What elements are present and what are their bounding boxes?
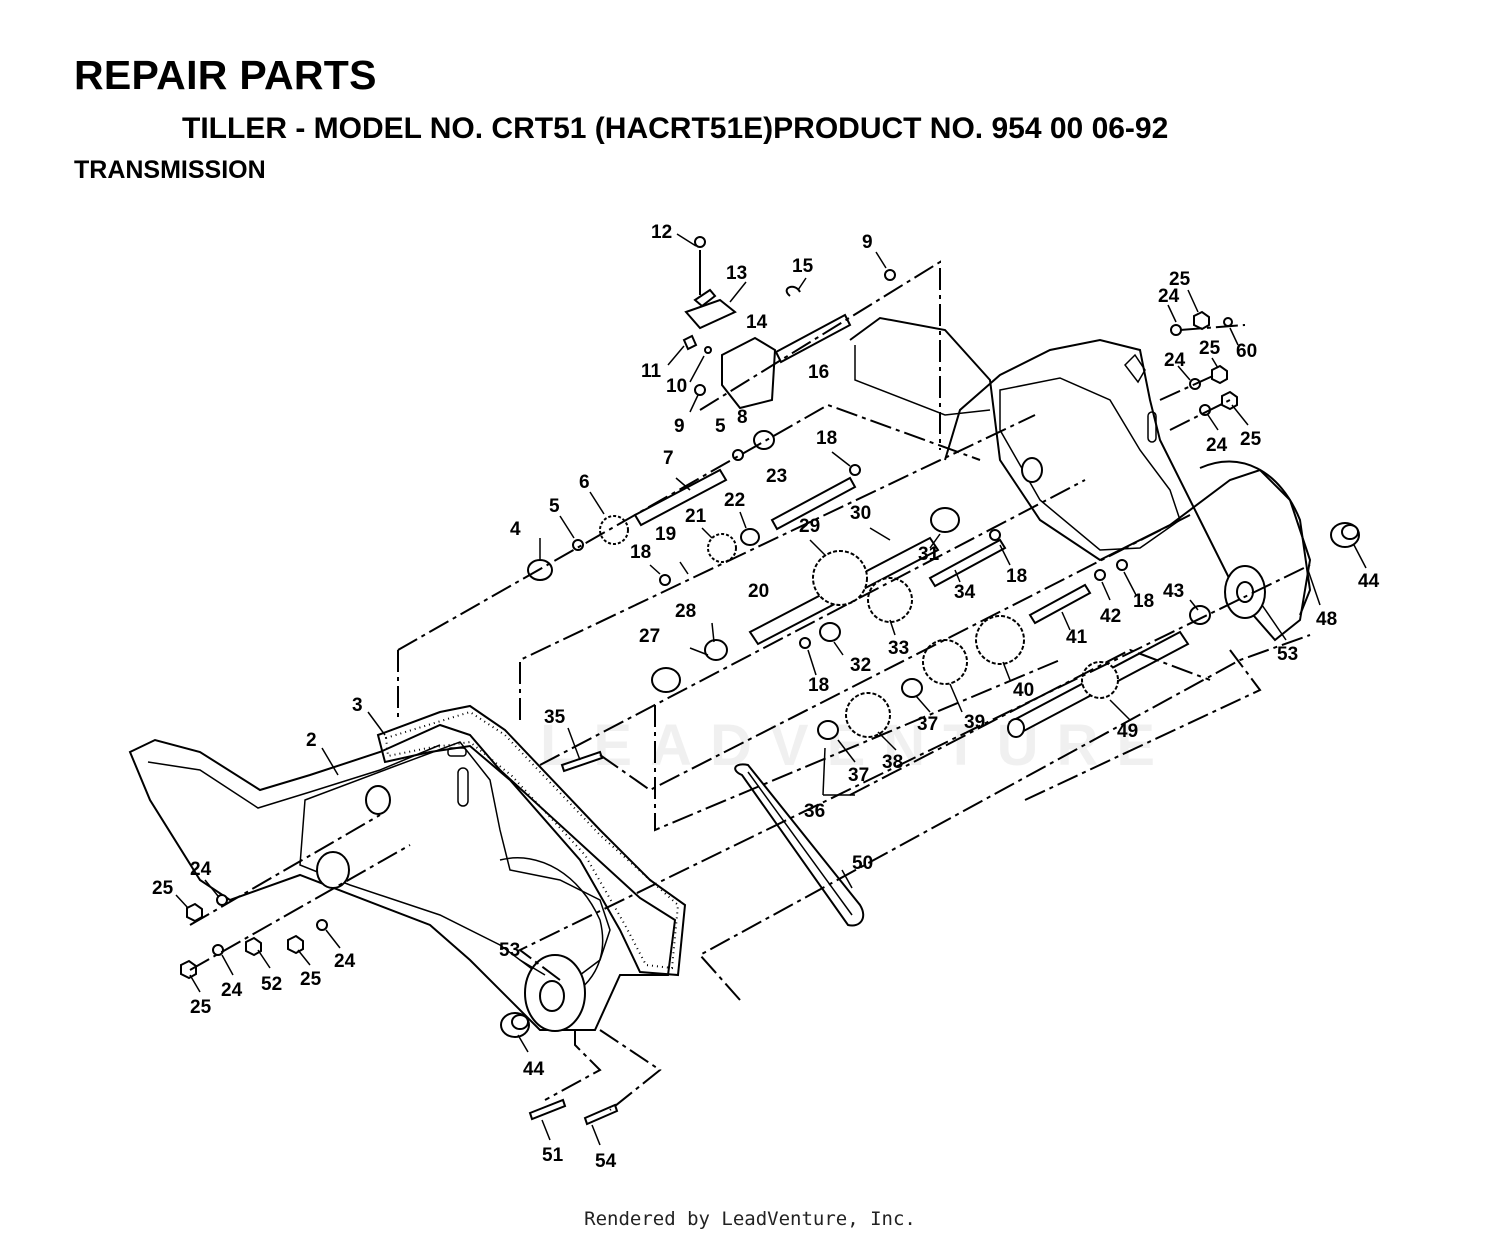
callout-9: 9 xyxy=(674,416,685,437)
callout-12: 12 xyxy=(651,222,672,243)
housing-gasket xyxy=(376,704,687,977)
bearing-53-right xyxy=(1224,565,1266,619)
callout-53: 53 xyxy=(1277,644,1298,665)
model-product-heading: TILLER - MODEL NO. CRT51 (HACRT51E)PRODU… xyxy=(182,112,1169,145)
callout-13: 13 xyxy=(726,263,747,284)
bushing-44-left xyxy=(500,1012,530,1038)
callout-4: 4 xyxy=(510,519,521,540)
callout-50: 50 xyxy=(852,853,873,874)
callout-41: 41 xyxy=(1066,627,1088,648)
callout-7: 7 xyxy=(663,448,674,469)
callout-32: 32 xyxy=(850,655,871,676)
housing-half-right xyxy=(849,316,1312,642)
page-title: REPAIR PARTS xyxy=(74,52,377,98)
callout-24: 24 xyxy=(190,859,212,880)
callout-35: 35 xyxy=(544,707,566,728)
callout-2: 2 xyxy=(306,730,317,751)
drive-chain-50 xyxy=(734,763,865,927)
callout-48: 48 xyxy=(1316,609,1337,630)
callout-18: 18 xyxy=(1133,591,1154,612)
callout-43: 43 xyxy=(1163,581,1184,602)
section-heading: TRANSMISSION xyxy=(74,156,266,184)
leader-lines xyxy=(175,233,1367,1146)
callout-25: 25 xyxy=(190,997,212,1018)
callout-19: 19 xyxy=(655,524,676,545)
callout-15: 15 xyxy=(792,256,814,277)
callout-54: 54 xyxy=(595,1151,617,1172)
callout-5: 5 xyxy=(715,416,726,437)
callout-11: 11 xyxy=(641,361,662,382)
callout-40: 40 xyxy=(1013,680,1034,701)
callout-5: 5 xyxy=(549,496,560,517)
watermark: LEADVENTURE xyxy=(540,713,1174,778)
bolts xyxy=(528,750,619,1126)
callout-24: 24 xyxy=(334,951,356,972)
callout-21: 21 xyxy=(685,506,707,527)
callout-24: 24 xyxy=(1164,350,1186,371)
sprockets xyxy=(599,515,1119,738)
footer-credit: Rendered by LeadVenture, Inc. xyxy=(584,1208,916,1230)
callout-16: 16 xyxy=(808,362,829,383)
callout-24: 24 xyxy=(221,980,243,1001)
callout-44: 44 xyxy=(523,1059,545,1080)
callout-24: 24 xyxy=(1206,435,1228,456)
callout-9: 9 xyxy=(862,232,873,253)
callout-27: 27 xyxy=(639,626,660,647)
callout-24: 24 xyxy=(1158,286,1180,307)
callout-18: 18 xyxy=(630,542,651,563)
housing-half-left xyxy=(128,723,677,1031)
callout-25: 25 xyxy=(300,969,322,990)
callout-25: 25 xyxy=(152,878,174,899)
shift-assembly xyxy=(682,236,801,410)
callout-30: 30 xyxy=(850,503,871,524)
callout-8: 8 xyxy=(737,407,748,428)
callout-25: 25 xyxy=(1169,269,1191,290)
callout-33: 33 xyxy=(888,638,909,659)
callout-18: 18 xyxy=(816,428,837,449)
callout-34: 34 xyxy=(954,582,976,603)
bushings-washers xyxy=(527,269,1211,740)
nuts-washers xyxy=(180,310,1238,980)
bearing-53-left xyxy=(524,954,586,1032)
callout-18: 18 xyxy=(1006,566,1027,587)
callout-52: 52 xyxy=(261,974,282,995)
callout-36: 36 xyxy=(804,801,825,822)
callout-42: 42 xyxy=(1100,606,1121,627)
callout-60: 60 xyxy=(1236,341,1257,362)
callout-53: 53 xyxy=(499,940,520,961)
callout-14: 14 xyxy=(746,312,768,333)
callout-18: 18 xyxy=(808,675,829,696)
callout-22: 22 xyxy=(724,490,745,511)
callout-37: 37 xyxy=(848,765,869,786)
callout-49: 49 xyxy=(1117,721,1138,742)
callout-29: 29 xyxy=(799,516,820,537)
callout-31: 31 xyxy=(918,544,940,565)
callout-38: 38 xyxy=(882,752,903,773)
callout-6: 6 xyxy=(579,472,590,493)
callout-37: 37 xyxy=(917,714,938,735)
callout-10: 10 xyxy=(666,376,687,397)
callout-44: 44 xyxy=(1358,571,1380,592)
callout-28: 28 xyxy=(675,601,696,622)
callout-20: 20 xyxy=(748,581,769,602)
callout-3: 3 xyxy=(352,695,363,716)
callout-51: 51 xyxy=(542,1145,564,1166)
callout-labels: 12 13 15 9 14 11 10 16 9 8 5 7 18 23 6 5… xyxy=(152,222,1380,1172)
bushing-44-right xyxy=(1330,522,1360,548)
callout-39: 39 xyxy=(964,712,985,733)
assembly-dash-lines xyxy=(189,260,1311,1111)
callout-25: 25 xyxy=(1240,429,1262,450)
callout-25: 25 xyxy=(1199,338,1221,359)
callout-23: 23 xyxy=(766,466,787,487)
